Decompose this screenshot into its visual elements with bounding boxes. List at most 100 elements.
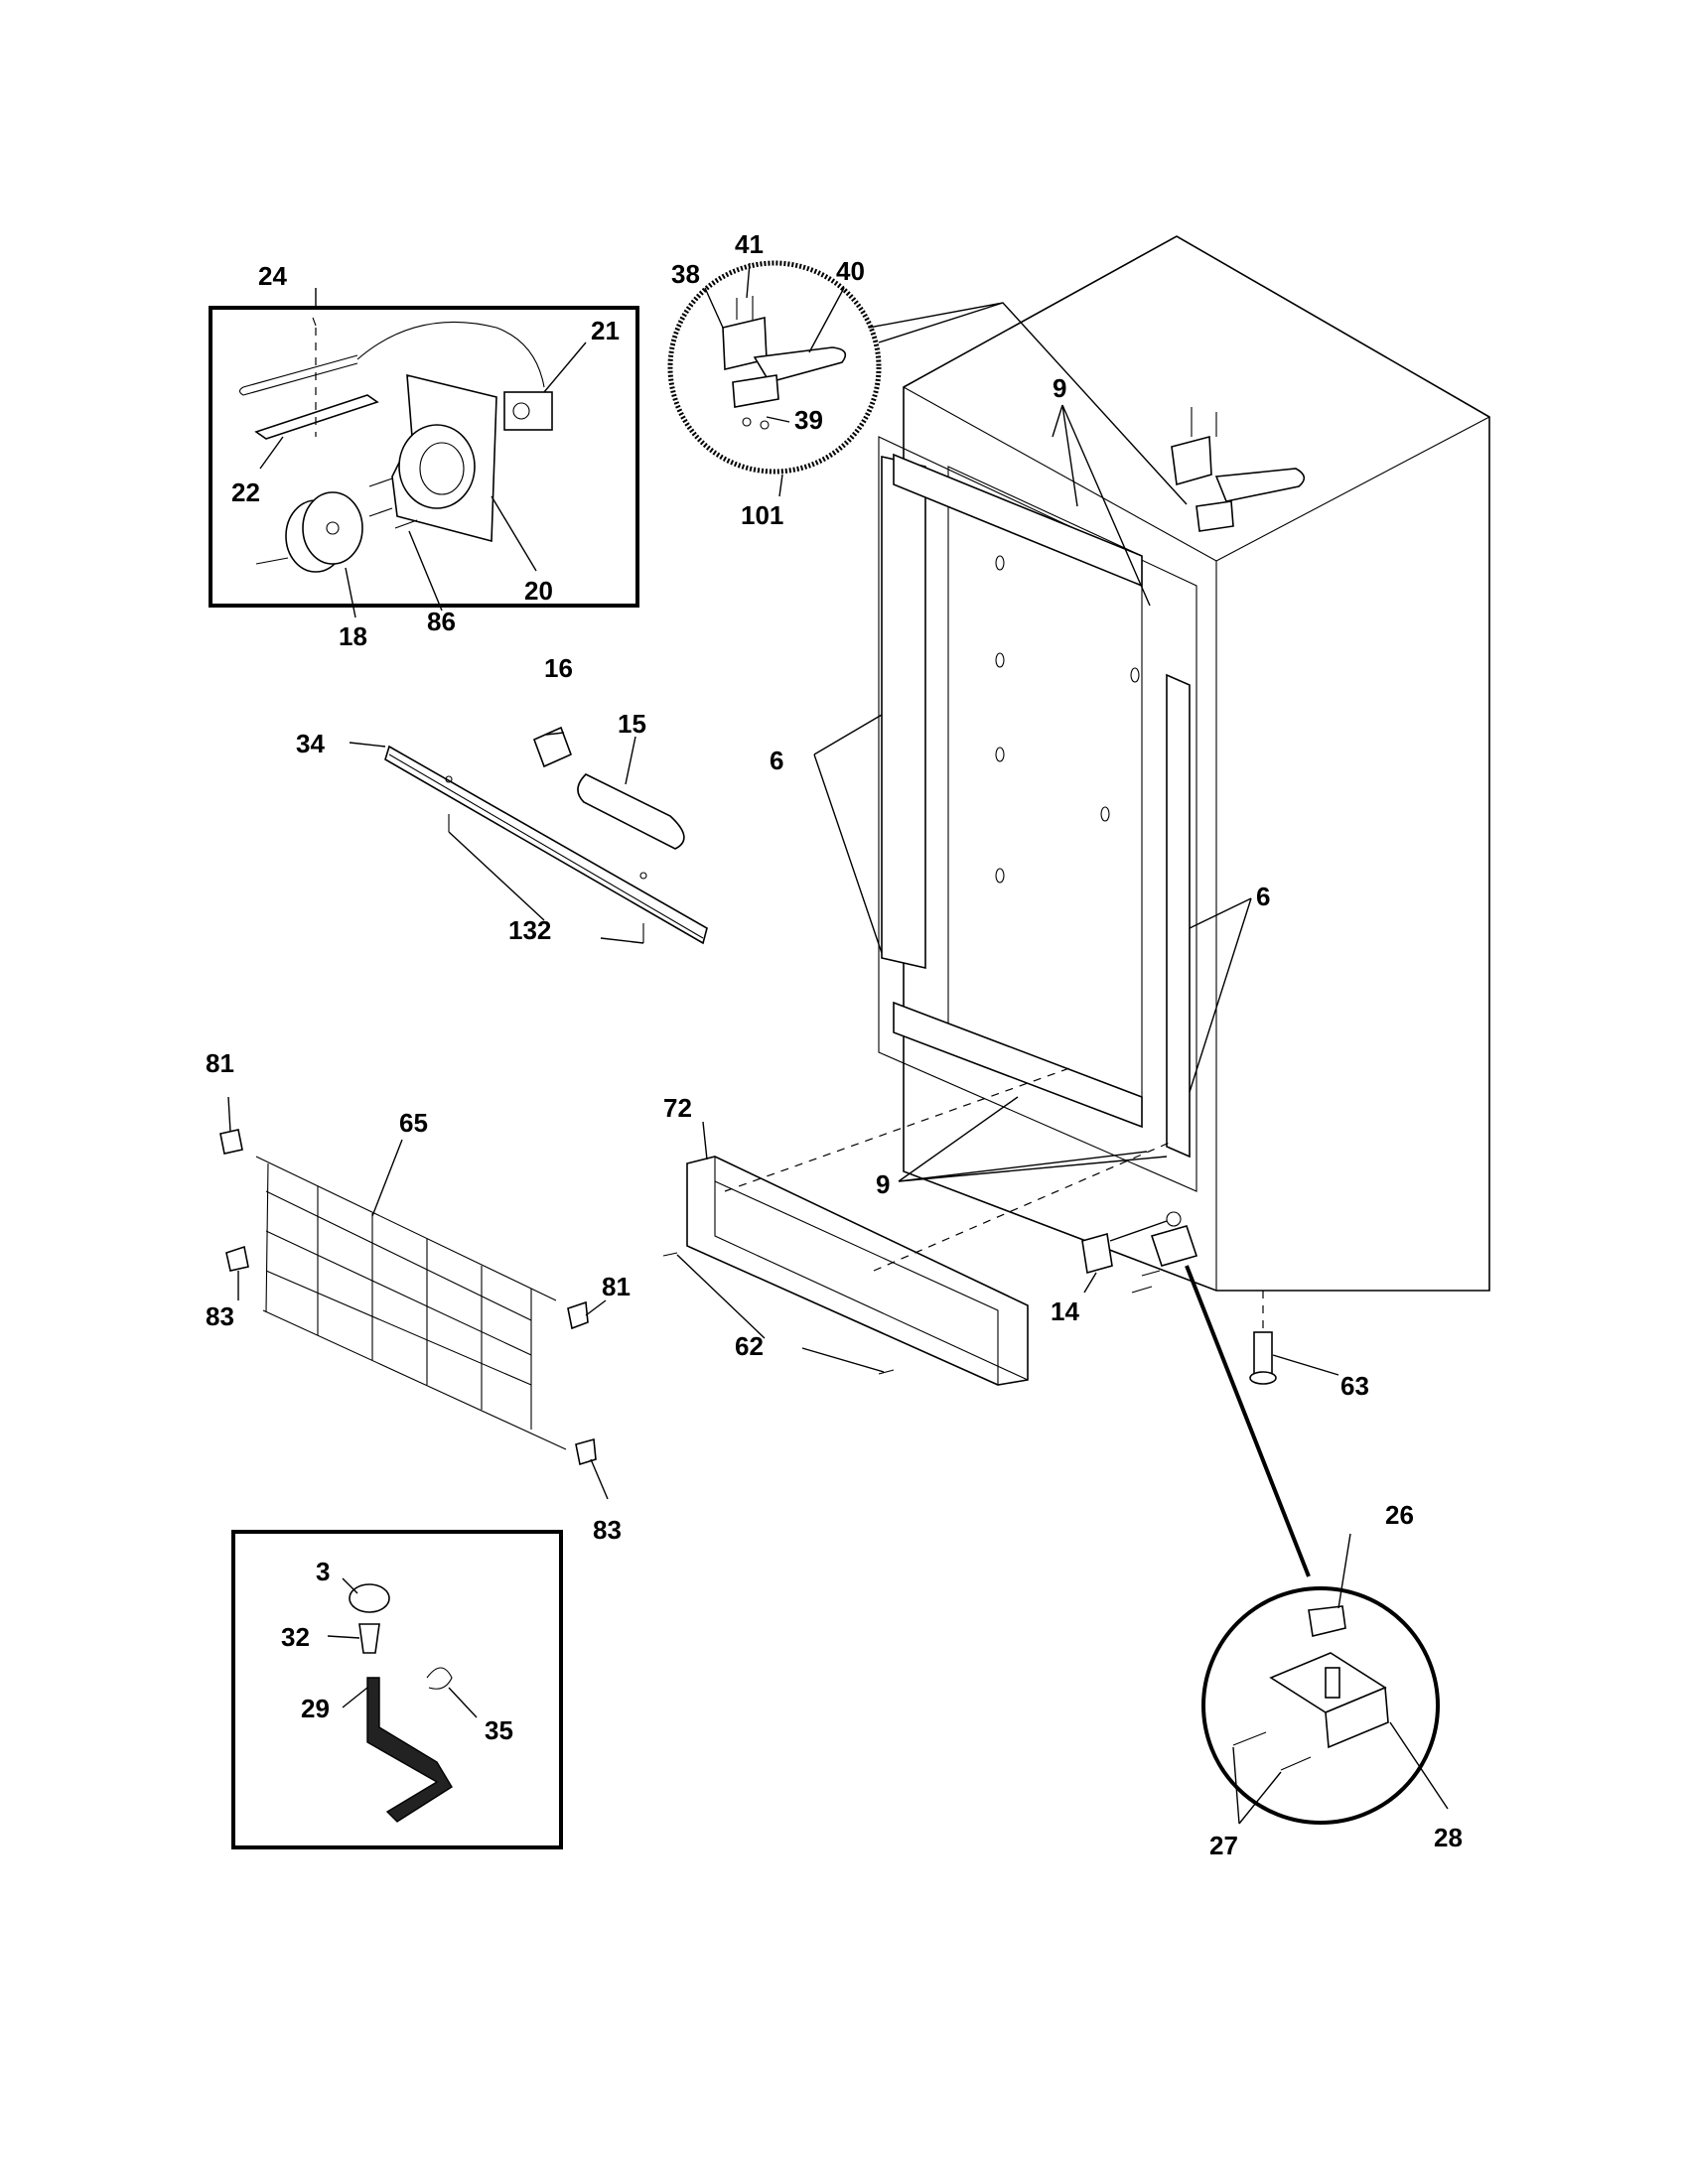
motor-wire: [356, 321, 545, 388]
callout-14: 14: [1051, 1297, 1079, 1326]
cabinet-shell: [903, 235, 1490, 1292]
callout-15: 15: [618, 709, 646, 739]
drain-inset-frame: [231, 1530, 563, 1849]
fan-blade-hub: [326, 521, 340, 535]
callout-81-right: 81: [602, 1272, 631, 1301]
fan-motor-inset: [209, 306, 639, 608]
callout-32: 32: [281, 1622, 310, 1652]
mount-screws: [255, 478, 418, 565]
support-hole-2: [639, 872, 647, 880]
callout-6-right: 6: [1256, 882, 1270, 911]
fan-motor-shaft: [512, 402, 530, 420]
callout-38: 38: [671, 259, 700, 289]
screws-132: [448, 814, 644, 943]
callout-3: 3: [316, 1557, 330, 1586]
shelf-clip-81-top: [219, 1129, 243, 1155]
kick-plate: [662, 1066, 1173, 1386]
bottom-hinge-inset-circle: [1201, 1586, 1440, 1825]
leader-lines: [227, 262, 1449, 1825]
callout-29: 29: [301, 1694, 330, 1723]
gasket-bottom: [893, 1001, 1143, 1129]
hinge-pin: [1325, 1667, 1340, 1699]
hinge-washer: [742, 417, 752, 427]
shelf-support-edge: [388, 753, 704, 939]
shelf-clip-83-bottom: [575, 1437, 597, 1466]
callout-34: 34: [296, 729, 325, 758]
support-hole-1: [445, 775, 453, 783]
heater-bracket: [254, 394, 379, 440]
screws-62: [662, 1252, 895, 1375]
callout-132: 132: [508, 915, 551, 945]
callout-20: 20: [524, 576, 553, 606]
light-socket-16: [532, 726, 573, 768]
shelf-support-34: [384, 745, 708, 945]
callout-72: 72: [663, 1093, 692, 1123]
callout-65: 65: [399, 1108, 428, 1138]
shelf-clip-81-bottom: [567, 1300, 589, 1330]
drain-clip-35: [426, 1667, 453, 1690]
light-assembly: [384, 726, 708, 945]
fan-motor: [503, 391, 553, 431]
shelf-frame: [255, 1156, 567, 1450]
gasket-top: [893, 453, 1143, 588]
callout-40: 40: [836, 256, 865, 286]
callout-9-top: 9: [1053, 373, 1066, 403]
liner-dimples: [995, 555, 1140, 884]
hinge-arm-40: [753, 346, 847, 383]
callout-27: 27: [1209, 1831, 1238, 1860]
callout-6-left: 6: [770, 746, 783, 775]
callout-62: 62: [735, 1331, 764, 1361]
drain-tube-29: [366, 1677, 453, 1823]
callout-63: 63: [1340, 1371, 1369, 1401]
callout-24: 24: [258, 261, 287, 291]
drain-plug-3: [349, 1583, 390, 1613]
callout-81-top: 81: [206, 1048, 234, 1078]
callout-83-left: 83: [206, 1301, 234, 1331]
hinge-inset: [667, 260, 1188, 505]
callout-39: 39: [794, 405, 823, 435]
drain-trough-32: [358, 1623, 380, 1654]
hinge-screws-41: [736, 296, 754, 320]
hinge-washer-2: [760, 420, 770, 430]
cabinet-top-hinge: [1171, 435, 1306, 532]
fan-motor-inset-frame: [209, 306, 639, 608]
callout-86: 86: [427, 607, 456, 636]
callout-26: 26: [1385, 1500, 1414, 1530]
motor-mount-ring: [398, 424, 476, 509]
bottom-hinge-inset: [1185, 1265, 1440, 1825]
callout-22: 22: [231, 478, 260, 507]
wire-shelf: [219, 1129, 597, 1466]
hinge-inset-leaders: [868, 302, 1188, 505]
bottom-hinge-pin: [1166, 1211, 1182, 1227]
leveling-leg: [1253, 1331, 1273, 1375]
light-bulb-15: [577, 773, 685, 850]
screw-24: [312, 317, 317, 327]
callout-21: 21: [591, 316, 620, 345]
door-switch: [1081, 1232, 1113, 1275]
hinge-bracket-39: [732, 374, 779, 408]
drain-inset: [231, 1530, 563, 1849]
freezer-cabinet: [878, 235, 1490, 1385]
callouts: 24 21 22 20 18 86 41 38 40 39 101 9 9 16…: [206, 229, 1463, 1860]
callout-9-bottom: 9: [876, 1169, 890, 1199]
gasket-left: [881, 455, 926, 970]
bottom-hinge-leader: [1185, 1265, 1311, 1577]
hinge-inset-circle: [667, 260, 882, 475]
cabinet-top-hinge-screws: [1191, 407, 1217, 437]
hinge-cap-26: [1308, 1605, 1346, 1637]
fan-blade-back: [302, 491, 363, 565]
cabinet-bottom-hinge: [1150, 1225, 1198, 1267]
hinge-plate-28-side: [1325, 1686, 1389, 1749]
callout-28: 28: [1434, 1823, 1463, 1852]
cabinet-edges: [903, 386, 1490, 1291]
gasket-right: [1166, 673, 1191, 1159]
callout-35: 35: [485, 1715, 513, 1745]
callout-18: 18: [339, 621, 367, 651]
motor-mount-hole: [419, 442, 465, 495]
heater-element: [238, 354, 358, 396]
callout-16: 16: [544, 653, 573, 683]
callout-101: 101: [741, 500, 783, 530]
kick-plate-axes: [724, 1066, 1173, 1272]
callout-41: 41: [735, 229, 764, 259]
